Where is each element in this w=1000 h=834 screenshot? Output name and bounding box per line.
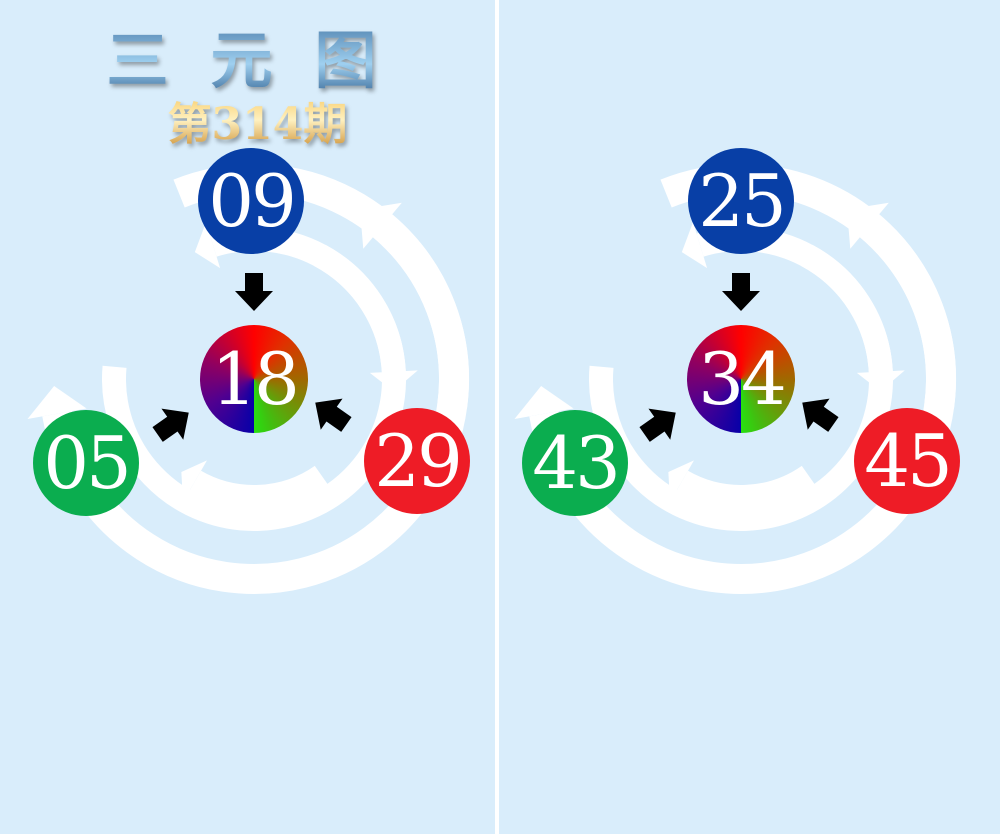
arrowhead-icon <box>514 385 574 419</box>
diagram-panel-left: 三元图 第314期 09 18 05 29 <box>0 0 495 834</box>
arrowhead-icon <box>681 222 708 269</box>
arrowhead-icon <box>856 370 905 392</box>
left-ball: 43 <box>522 410 628 516</box>
curved-arrow <box>676 465 816 509</box>
black-arrow-icon <box>722 273 760 311</box>
arrowhead-icon <box>668 460 694 502</box>
center-ball: 18 <box>200 325 308 433</box>
arrowhead-icon <box>369 370 418 392</box>
black-arrow-icon <box>152 408 189 442</box>
black-arrow-icon <box>639 408 676 442</box>
arrowhead-icon <box>359 202 402 249</box>
arrowhead-icon <box>181 460 207 502</box>
curved-arrow <box>372 214 469 409</box>
black-arrow-icon <box>315 398 352 432</box>
flow-arrows <box>514 164 956 594</box>
panel-divider <box>495 0 499 834</box>
top-ball: 25 <box>688 148 794 254</box>
diagram-panel-right: 25 34 43 45 <box>488 0 983 834</box>
curved-arrow <box>313 244 406 373</box>
black-arrow-icon <box>802 398 839 432</box>
black-arrow-icon <box>235 273 273 311</box>
arrowhead-icon <box>194 222 221 269</box>
curved-arrow <box>189 465 329 509</box>
curved-arrow <box>859 214 956 409</box>
right-ball: 29 <box>364 408 470 514</box>
issue-number: 第314期 <box>0 88 495 152</box>
curved-arrow <box>800 244 893 373</box>
right-ball: 45 <box>854 408 960 514</box>
center-ball: 34 <box>687 325 795 433</box>
arrowhead-icon <box>846 202 889 249</box>
diagram-title: 三元图 <box>0 10 495 100</box>
left-ball: 05 <box>33 410 139 516</box>
top-ball: 09 <box>198 148 304 254</box>
